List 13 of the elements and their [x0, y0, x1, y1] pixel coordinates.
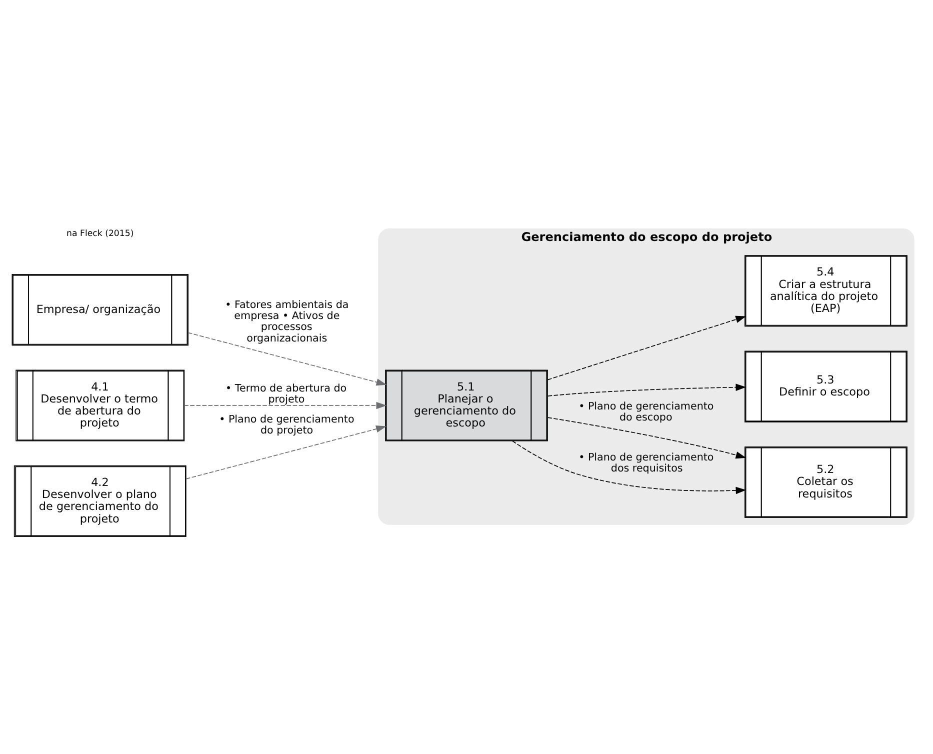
arrow — [184, 401, 387, 409]
edge-label: • Plano de gerenciamento do escopo — [578, 400, 714, 424]
edge-label: • Fatores ambientais da empresa • Ativos de processos organizacionais — [225, 298, 349, 344]
arrow — [547, 416, 746, 458]
edge-label: • Termo de abertura do projeto — [226, 382, 347, 406]
arrow — [512, 440, 746, 494]
arrow — [547, 383, 746, 396]
label: na Fleck (2015) — [66, 228, 134, 239]
arrow — [547, 315, 746, 380]
arrow — [188, 332, 387, 386]
edge-label: • Plano de gerenciamento do projeto — [219, 412, 354, 436]
edge-label: • Plano de gerenciamento dos requisitos — [578, 450, 714, 474]
arrow — [186, 424, 386, 479]
